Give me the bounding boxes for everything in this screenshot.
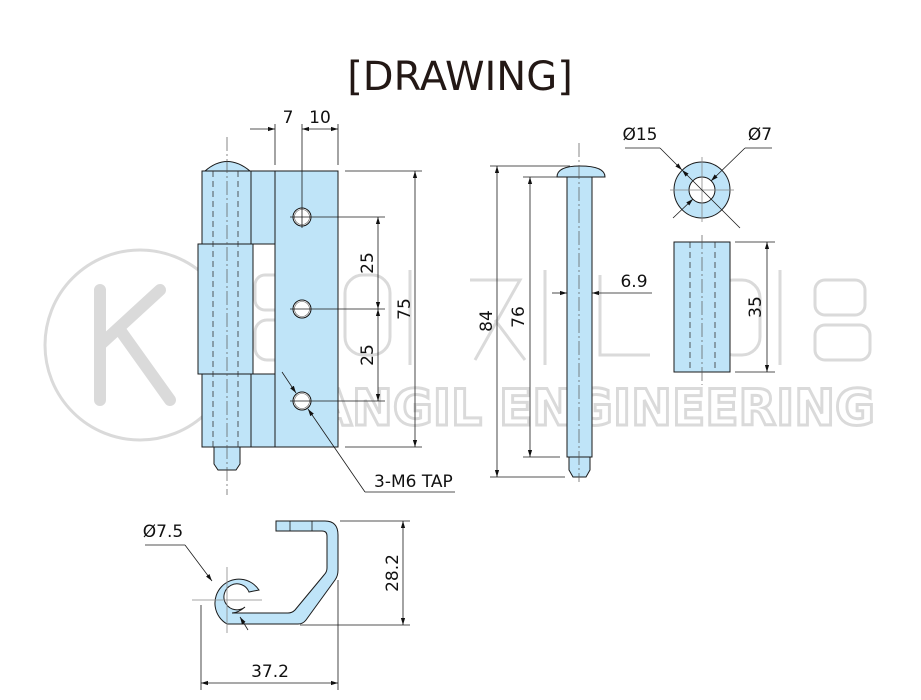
dim-pin-total: 84 — [477, 310, 497, 332]
watermark: KWANGIL ENGINEERING — [43, 248, 877, 442]
hinge-knuckle-middle — [197, 243, 254, 375]
dim-pitch-1: 25 — [358, 252, 378, 274]
bushing-view: Ø15 Ø7 35 — [622, 125, 775, 385]
hinge-front-view: 7 10 25 25 75 3-M6 TAP — [197, 108, 455, 495]
hinge-knuckle-top — [201, 170, 252, 245]
hinge-pin-head — [203, 161, 252, 172]
pin-head — [556, 165, 606, 178]
dim-bracket-width: 37.2 — [251, 662, 289, 682]
watermark-logo-k — [94, 284, 176, 406]
bracket-side-view: Ø7.5 28.2 37.2 — [143, 520, 410, 690]
hinge-leaf-strip-top — [250, 170, 276, 245]
dim-loop-dia: Ø7.5 — [143, 522, 183, 542]
tap-note: 3-M6 TAP — [374, 472, 453, 492]
dim-pitch-2: 25 — [358, 344, 378, 366]
pin-shaft — [566, 176, 593, 458]
dim-bushing-outer: Ø15 — [622, 125, 657, 145]
watermark-korean-glyphs — [253, 270, 872, 365]
hinge-leaf-strip-bottom — [250, 373, 276, 448]
page-title: [DRAWING] — [347, 54, 573, 100]
dim-bushing-inner: Ø7 — [748, 125, 772, 145]
dim-pin-shaft: 76 — [509, 306, 529, 328]
hinge-knuckle-bottom — [201, 373, 252, 448]
pin-view: 84 76 6.9 — [477, 143, 652, 482]
dim-pin-dia: 6.9 — [620, 272, 647, 292]
bracket-body — [214, 520, 339, 625]
dim-offset: 7 — [283, 108, 294, 128]
dim-edge: 10 — [309, 108, 331, 128]
dim-bushing-length: 35 — [746, 296, 766, 318]
pin-tip — [568, 456, 591, 478]
dim-bracket-height: 28.2 — [383, 554, 403, 592]
dim-height: 75 — [395, 298, 415, 320]
